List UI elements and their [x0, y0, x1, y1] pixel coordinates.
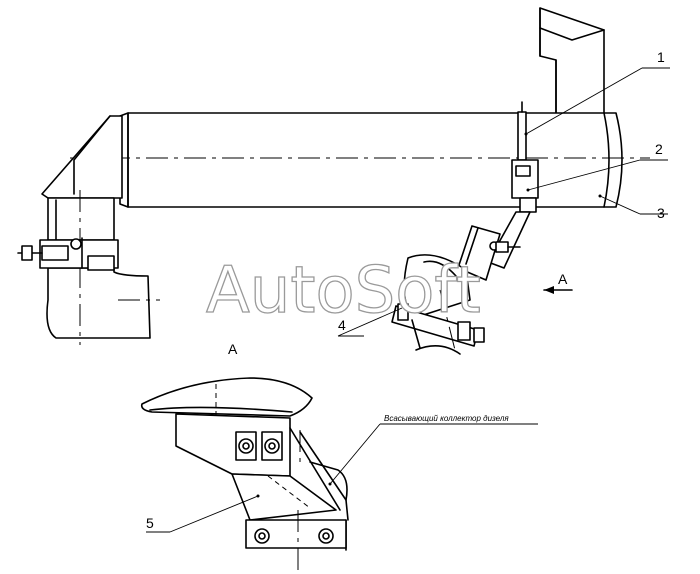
- upper-bolts: [235, 431, 283, 461]
- view-a-assembly: [140, 377, 349, 572]
- lower-bolts: [254, 528, 334, 544]
- inlet-clamp: [17, 237, 119, 271]
- callout-2: 2: [655, 141, 663, 157]
- view-arrow-label: A: [558, 271, 568, 287]
- note-leader: [328, 423, 538, 486]
- inlet-elbow: [41, 115, 123, 241]
- watermark: AutoSoft: [206, 254, 481, 328]
- support-bracket: [457, 211, 531, 281]
- callout-4: 4: [338, 317, 346, 333]
- bracket-bolt: [511, 101, 539, 213]
- lower-clamp: [391, 254, 485, 355]
- muffler-body: [70, 112, 650, 208]
- outlet-pipe: [539, 7, 605, 115]
- intake-collector-note: Всасывающий коллектор дизеля: [384, 414, 509, 423]
- view-arrow: A: [543, 271, 573, 294]
- view-label: A: [228, 341, 238, 357]
- callout-5: 5: [146, 515, 154, 531]
- callout-leaders: [337, 67, 670, 337]
- callout-1: 1: [657, 49, 665, 65]
- callout-3: 3: [657, 205, 665, 221]
